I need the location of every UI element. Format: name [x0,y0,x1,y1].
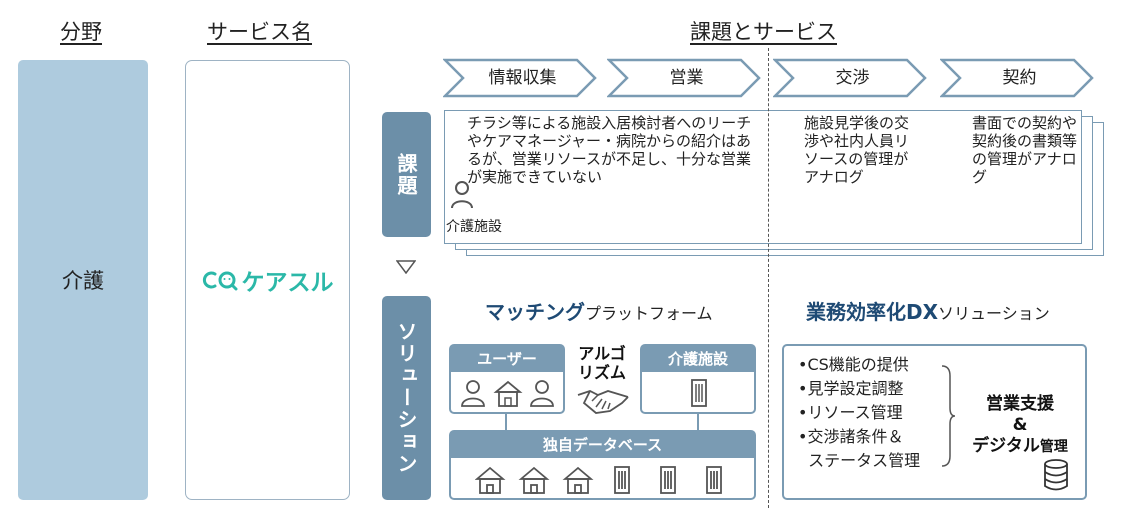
field-value: 介護 [62,269,104,293]
users-box-header: ユーザー [451,346,563,372]
process-step-1: 情報収集 [443,58,598,98]
issues-tab: 課題 [382,112,431,237]
database-icons-row [475,466,722,494]
connector-facility-db [697,413,699,431]
process-step-4: 契約 [940,58,1095,98]
dx-bullet: •見学設定調整 [798,379,904,398]
header-field: 分野 [60,20,102,44]
service-column: ケアスル [185,60,350,500]
building-icon [691,379,707,407]
facility-box: 介護施設 [640,344,756,414]
header-issues-and-services: 課題とサービス [690,20,837,44]
dx-bullet: •CS機能の提供 [798,355,909,374]
algorithm-label: アルゴ リズム [577,344,626,382]
process-step-3: 交渉 [773,58,928,98]
process-step-label: 情報収集 [488,68,557,88]
matching-title: マッチングプラットフォーム [485,300,713,324]
dx-bullet: •リソース管理 [798,403,903,422]
service-logo-text: ケアスル [241,270,334,296]
dx-bullet: ステータス管理 [798,451,921,470]
down-triangle-icon [396,260,416,274]
person-icon [451,181,473,209]
facility-box-header: 介護施設 [642,346,754,372]
process-step-label: 営業 [669,68,704,88]
dx-bullet: •交渉諸条件＆ [798,427,904,446]
issue-actor-label: 介護施設 [446,219,502,235]
dx-title: 業務効率化DXソリューション [806,300,1050,324]
solution-tab: ソリューション [382,296,431,500]
handshake-icon [577,390,629,414]
header-service-name: サービス名 [207,20,312,44]
dx-result: 営業支援 & デジタル管理 [972,394,1068,456]
database-box: 独自データベース [449,430,756,500]
issue-text-right: 書面での契約や 契約後の書類等 の管理がアナロ グ [972,114,1078,186]
issue-text-middle: 施設見学後の交 渉や社内人員リ ソースの管理が アナログ [804,114,910,186]
people-icon [461,380,554,407]
issue-card [444,110,1082,244]
process-step-2: 営業 [607,58,762,98]
connector-users-db [505,413,507,431]
brace-icon [941,365,956,467]
dx-box [782,344,1087,500]
process-step-label: 契約 [1002,68,1037,88]
process-step-label: 交渉 [835,68,870,88]
issue-text-left: チラシ等による施設入居検討者へのリーチ やケアマネージャー・病院からの紹介はあ … [467,114,752,186]
database-icon [1044,459,1068,491]
logo-mark-icon [202,271,237,291]
users-box: ユーザー [449,344,565,414]
field-column: 介護 [18,60,148,500]
phase-divider [768,48,769,508]
database-box-header: 独自データベース [451,432,754,458]
service-logo: ケアスル [202,263,334,297]
